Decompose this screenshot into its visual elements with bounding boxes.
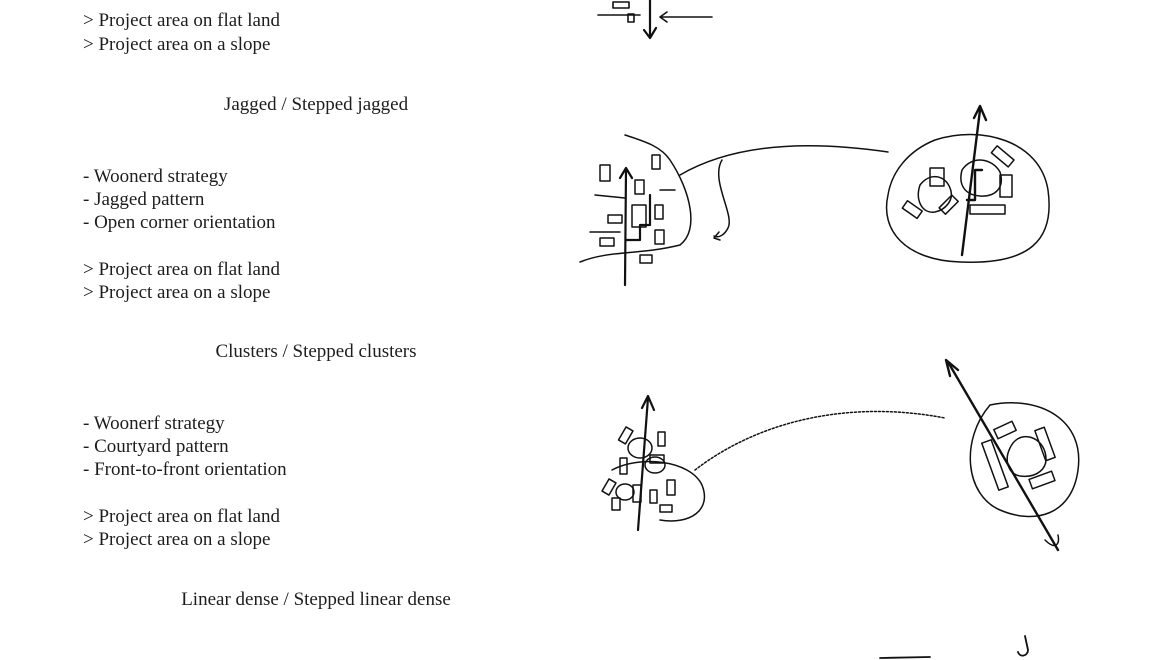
terrain-slope: > Project area on a slope xyxy=(83,529,271,550)
section-heading-clusters: Clusters / Stepped clusters xyxy=(215,341,417,362)
sketch-jagged-flat xyxy=(579,134,889,287)
terrain-flat: > Project area on flat land xyxy=(83,10,280,31)
terrain-flat: > Project area on flat land xyxy=(83,506,280,527)
sketch-clusters-flat xyxy=(601,394,946,532)
terrain-slope: > Project area on a slope xyxy=(83,34,271,55)
sketch-top-fragment xyxy=(597,0,713,40)
feature-strategy: - Woonerd strategy xyxy=(83,166,228,187)
feature-orientation: - Open corner orientation xyxy=(83,212,276,233)
section-heading-jagged: Jagged / Stepped jagged xyxy=(223,94,409,115)
section-heading-linear-dense: Linear dense / Stepped linear dense xyxy=(181,589,451,610)
terrain-slope: > Project area on a slope xyxy=(83,282,271,303)
red-hatch xyxy=(960,159,1002,197)
feature-orientation: - Front-to-front orientation xyxy=(83,459,287,480)
feature-pattern: - Courtyard pattern xyxy=(83,436,229,457)
red-hatch xyxy=(1006,436,1047,478)
feature-strategy: - Woonerf strategy xyxy=(83,413,225,434)
sketch-jagged-slope xyxy=(885,104,1050,263)
sketch-clusters-slope xyxy=(944,358,1080,552)
red-hatch xyxy=(917,176,952,213)
terrain-flat: > Project area on flat land xyxy=(83,259,280,280)
feature-pattern: - Jagged pattern xyxy=(83,189,205,210)
sketch-bottom-fragment xyxy=(879,635,1029,659)
